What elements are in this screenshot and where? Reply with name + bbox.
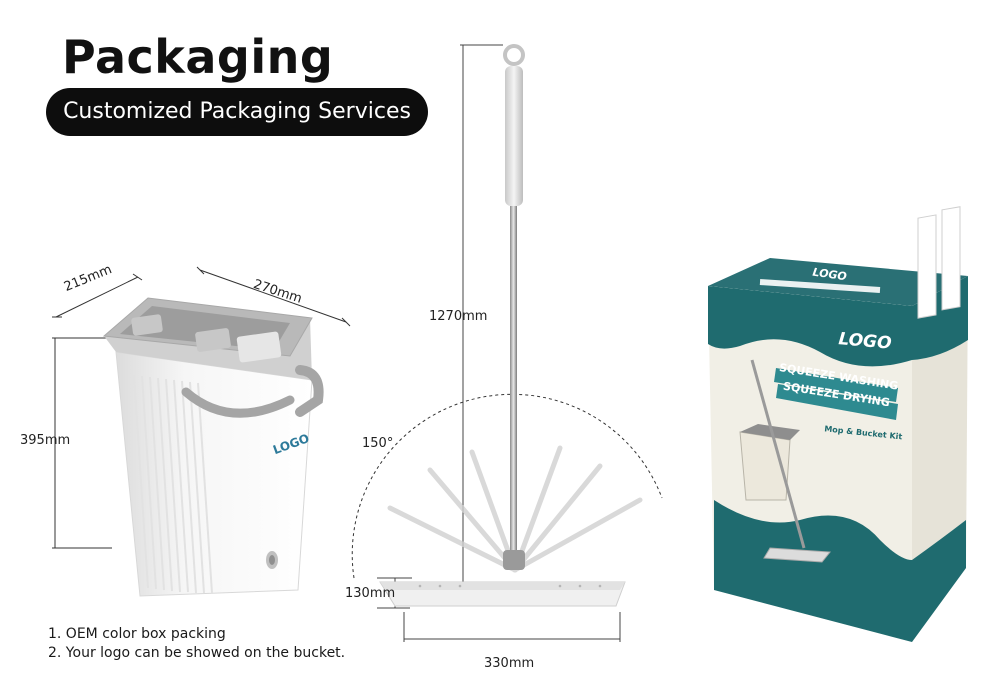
mop-head-height-label: 130mm — [345, 586, 396, 601]
mop-swing-arc — [351, 393, 663, 579]
mop-height-label: 1270mm — [429, 309, 488, 324]
mop-image — [379, 44, 626, 607]
page-title: Packaging — [62, 30, 334, 84]
packaging-box-image — [708, 206, 968, 642]
note-item: 1. OEM color box packing — [48, 626, 226, 642]
notes-list: 1. OEM color box packing 2. Your logo ca… — [48, 625, 345, 663]
bucket-dimension-lines — [52, 266, 351, 549]
box-front-logo: LOGO — [838, 329, 893, 354]
bucket-image — [102, 297, 324, 597]
note-item: 2. Your logo can be showed on the bucket… — [48, 645, 346, 661]
mop-head-length-label: 330mm — [484, 656, 535, 671]
subtitle-badge-bg — [46, 88, 428, 136]
box-top-logo: LOGO — [812, 266, 848, 284]
mop-angle-label: 150° — [362, 436, 394, 451]
page-subtitle: Customized Packaging Services — [63, 99, 411, 124]
bucket-height-label: 395mm — [20, 433, 71, 448]
